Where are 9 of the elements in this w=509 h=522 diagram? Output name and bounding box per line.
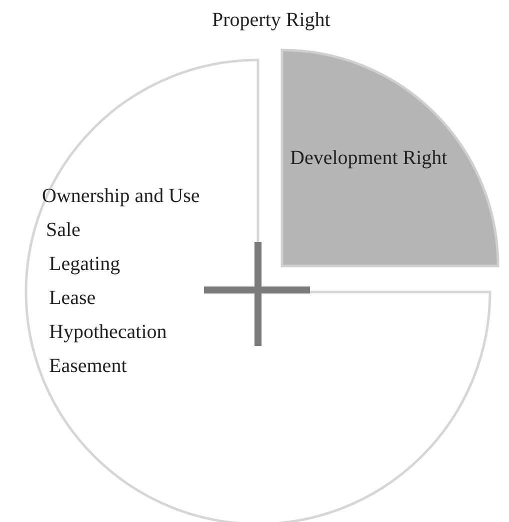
sector-label: Ownership and Use	[42, 184, 200, 208]
diagram-title: Property Right	[212, 8, 330, 32]
list-item: Hypothecation	[49, 320, 167, 344]
list-item: Lease	[49, 286, 96, 310]
list-item: Sale	[46, 218, 80, 242]
sector-label: Development Right	[290, 146, 448, 170]
list-item: Easement	[49, 354, 127, 378]
pie-sector	[280, 48, 500, 268]
list-item: Legating	[49, 252, 120, 276]
